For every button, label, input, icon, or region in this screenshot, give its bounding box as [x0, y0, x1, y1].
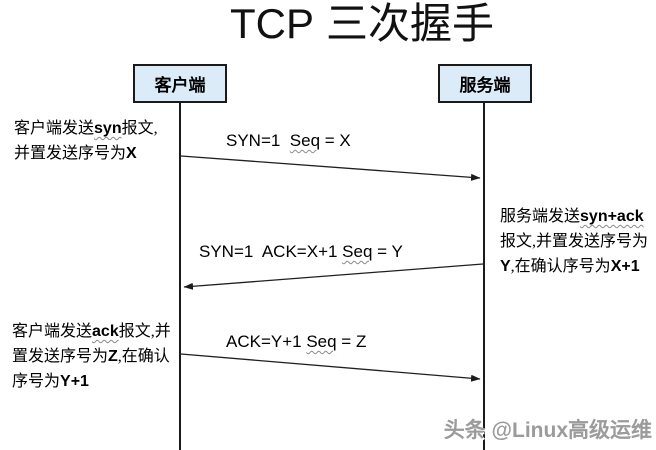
title-chinese: 三次握手 [325, 2, 495, 48]
note-keyword: syn+ack [580, 208, 644, 225]
note-client-syn: 客户端发送syn报文,并置发送序号为X [14, 116, 166, 166]
message-label-syn: SYN=1 Seq = X [226, 131, 351, 151]
note-keyword: ack [92, 323, 119, 340]
note-text: 服务端发送 [500, 208, 581, 225]
server-actor-box: 服务端 [438, 64, 532, 103]
ack-arrow [180, 353, 481, 382]
note-value: Y [500, 258, 511, 275]
message-label-syn-ack: SYN=1 ACK=X+1 Seq = Y [199, 242, 403, 262]
note-value: Z [108, 348, 118, 365]
client-actor-box: 客户端 [133, 64, 227, 103]
client-actor-label: 客户端 [154, 76, 206, 95]
note-server-syn-ack: 服务端发送syn+ack 报文,并置发送序号为 Y,在确认序号为X+1 [500, 204, 656, 279]
note-text: 报文,并置发送序号为 [12, 323, 171, 365]
message-text: = Y [372, 242, 403, 261]
note-value: Y+1 [60, 373, 89, 390]
message-text: = Z [336, 332, 367, 351]
note-text: 客户端发送 [14, 120, 95, 137]
message-keyword: Seq [289, 131, 321, 150]
syn-ack-arrow [183, 263, 484, 290]
note-client-ack: 客户端发送ack报文,并置发送序号为Z,在确认序号为Y+1 [12, 319, 182, 394]
note-value: X+1 [610, 258, 640, 275]
message-keyword: Seq [342, 242, 373, 261]
message-text: ACK=Y+1 [226, 332, 307, 351]
note-keyword: syn [94, 120, 122, 137]
note-value: X [126, 145, 137, 162]
message-text: SYN=1 ACK=X+1 [199, 242, 343, 261]
note-text: ,在确认序号为 [12, 348, 170, 390]
note-text: ,在确认序号为 [510, 258, 611, 275]
message-keyword: Seq [306, 332, 337, 351]
note-text: 报文,并置发送序号为 [500, 233, 649, 250]
watermark-label: 头条 @Linux高级运维 [443, 419, 652, 442]
title-latin: TCP [229, 0, 314, 47]
message-text: = X [320, 131, 351, 150]
server-actor-label: 服务端 [459, 76, 511, 95]
syn-arrow [180, 155, 481, 181]
note-text: 报文,并置发送序号为 [14, 120, 158, 162]
message-text: SYN=1 [226, 131, 290, 150]
message-label-ack: ACK=Y+1 Seq = Z [226, 332, 366, 352]
note-text: 客户端发送 [12, 323, 93, 340]
